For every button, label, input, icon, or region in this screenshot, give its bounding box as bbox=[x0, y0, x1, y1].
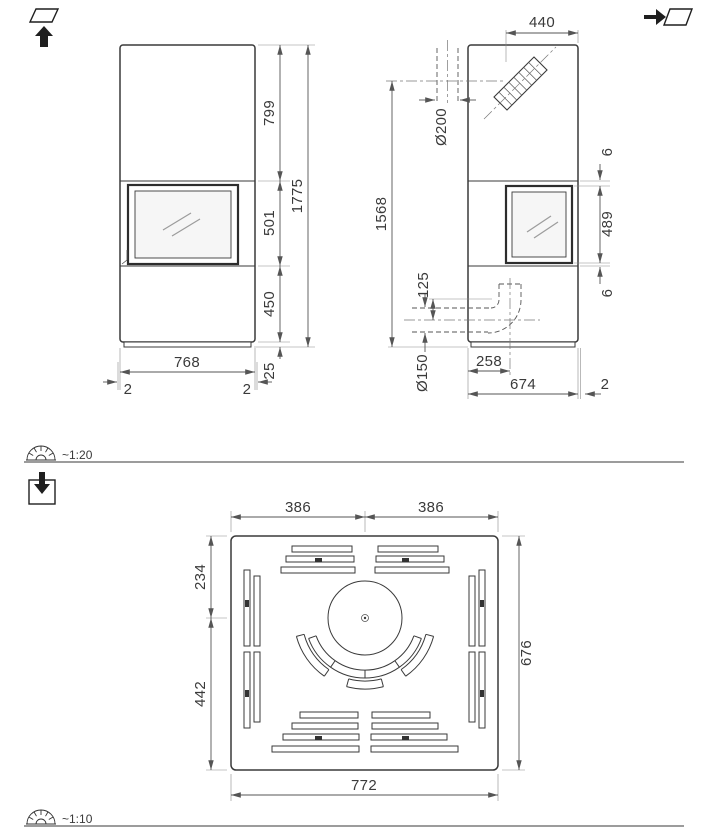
dim-front-base-section: 450 bbox=[261, 291, 278, 317]
scale-label-upper: ~1:20 bbox=[62, 448, 93, 462]
dim-front-gap-left: 2 bbox=[124, 381, 133, 398]
dim-side-rear-offset: 125 bbox=[415, 272, 432, 298]
dim-side-rear-gap: 2 bbox=[601, 376, 610, 393]
plan-center-mark bbox=[361, 614, 369, 622]
side-plinth bbox=[470, 341, 576, 348]
dim-plan-left-half-width: 386 bbox=[285, 499, 311, 516]
side-view: 440 Ø200 1568 6 489 6 125 Ø150 258 674 2 bbox=[373, 14, 616, 399]
plan-dimension-lines bbox=[208, 514, 522, 798]
lower-scale-divider: ~1:10 bbox=[24, 809, 684, 827]
plan-bottom-firebricks bbox=[271, 711, 459, 753]
dim-side-body-depth: 674 bbox=[510, 376, 536, 393]
dim-side-flue-center-height: 1568 bbox=[373, 197, 390, 232]
dim-side-gap-bottom: 6 bbox=[599, 289, 616, 298]
plan-body-outline bbox=[230, 535, 499, 771]
flue-pipe-hidden bbox=[436, 48, 459, 103]
dim-front-plinth-height: 25 bbox=[261, 362, 278, 379]
dim-plan-total-depth: 676 bbox=[518, 640, 535, 666]
plan-view: 386 386 234 442 676 772 bbox=[192, 499, 535, 801]
plan-top-firebricks bbox=[280, 545, 450, 574]
dim-side-gap-top: 6 bbox=[599, 148, 616, 157]
dim-front-door-section: 501 bbox=[261, 210, 278, 236]
front-view: 799 501 450 25 1775 768 2 2 bbox=[103, 44, 315, 398]
dim-side-flue-offset: 440 bbox=[529, 14, 555, 31]
dim-front-total-height: 1775 bbox=[289, 179, 306, 214]
plan-curved-firebricks bbox=[295, 633, 435, 690]
scale-label-lower: ~1:10 bbox=[62, 812, 93, 826]
dim-plan-right-half-width: 386 bbox=[418, 499, 444, 516]
plan-side-firebricks bbox=[243, 558, 486, 740]
dim-side-flue-diameter: Ø200 bbox=[433, 108, 450, 146]
protractor-icon bbox=[25, 445, 57, 461]
front-view-direction-icon bbox=[28, 8, 60, 47]
top-view-direction-icon bbox=[28, 472, 56, 505]
front-plinth bbox=[123, 341, 252, 348]
dim-plan-front-depth: 234 bbox=[192, 564, 209, 590]
front-extension-lines bbox=[117, 44, 315, 390]
dim-side-rear-distance: 258 bbox=[476, 353, 502, 370]
protractor-icon bbox=[25, 809, 57, 825]
front-door-glass bbox=[134, 190, 232, 259]
dim-side-rear-diameter: Ø150 bbox=[414, 354, 431, 392]
side-view-direction-icon bbox=[644, 8, 694, 26]
plan-flue-circle bbox=[327, 580, 403, 656]
door-handle bbox=[121, 250, 128, 265]
front-dimension-lines bbox=[103, 45, 311, 385]
flue-connector-section bbox=[493, 56, 548, 111]
dim-front-gap-right: 2 bbox=[243, 381, 252, 398]
centerlines bbox=[386, 40, 557, 376]
dim-plan-rear-depth: 442 bbox=[192, 681, 209, 707]
side-dimension-lines bbox=[389, 30, 603, 397]
upper-scale-divider: ~1:20 bbox=[24, 445, 684, 463]
dim-side-door-height: 489 bbox=[599, 211, 616, 237]
dim-plan-total-width: 772 bbox=[351, 777, 377, 794]
dim-front-body-width: 768 bbox=[174, 354, 200, 371]
dim-front-top-section: 799 bbox=[261, 100, 278, 126]
